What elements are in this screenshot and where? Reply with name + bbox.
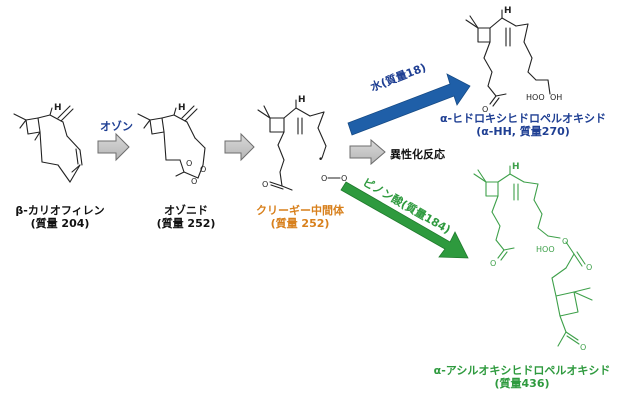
pinonic-acid-arrow xyxy=(340,181,469,259)
o-atom-4: O xyxy=(262,180,268,189)
beta-caryophyllene-structure xyxy=(13,105,83,183)
ahh-label: α-ヒドロキシヒドロペルオキシド (α-HH, 質量270) xyxy=(430,112,616,138)
h-atom-3: H xyxy=(298,95,306,105)
aahp-name: α-アシルオキシヒドロペルオキシド xyxy=(433,364,611,377)
caryophyllene-name: β-カリオフィレン xyxy=(15,204,105,217)
ozone-label: オゾン xyxy=(100,120,133,133)
o-atom-7: O xyxy=(482,105,488,114)
isomerization-arrow xyxy=(349,138,386,166)
o-atom-1: O xyxy=(186,159,192,168)
water-arrow xyxy=(347,73,471,136)
o-atom-9: O xyxy=(562,237,568,246)
ozonide-name: オゾニド xyxy=(164,204,208,217)
cleavage-arrow xyxy=(224,132,255,162)
aahp-label: α-アシルオキシヒドロペルオキシド (質量436) xyxy=(428,364,616,390)
ahh-mass: (α-HH, 質量270) xyxy=(476,125,570,138)
h-atom-4: H xyxy=(504,6,512,16)
o-atom-8: O xyxy=(490,259,496,268)
criegee-structure xyxy=(257,99,341,191)
criegee-mass: (質量 252) xyxy=(270,217,330,230)
ahh-structure xyxy=(465,9,551,107)
aahp-mass: (質量436) xyxy=(494,377,550,390)
isomerization-label: 異性化反応 xyxy=(390,148,445,161)
ozonide-structure xyxy=(137,105,206,179)
hoo-group-1: HOO xyxy=(526,93,545,102)
h-atom-1: H xyxy=(54,103,62,113)
caryophyllene-mass: (質量 204) xyxy=(30,217,90,230)
o-atom-5: O xyxy=(321,174,327,183)
radical-dot: • xyxy=(318,155,323,165)
o-atom-11: O xyxy=(580,343,586,352)
ozone-arrow xyxy=(97,132,130,162)
o-atom-6: O xyxy=(341,174,347,183)
caryophyllene-label: β-カリオフィレン (質量 204) xyxy=(14,204,106,230)
ozonide-mass: (質量 252) xyxy=(156,217,216,230)
oh-group-1: OH xyxy=(550,93,562,102)
criegee-label: クリーギー中間体 (質量 252) xyxy=(250,204,350,230)
hoo-group-2: HOO xyxy=(536,245,555,254)
ahh-name: α-ヒドロキシヒドロペルオキシド xyxy=(439,112,607,125)
aahp-structure xyxy=(473,165,593,347)
o-atom-2: O xyxy=(191,177,197,186)
h-atom-2: H xyxy=(178,103,186,113)
o-atom-3: O xyxy=(200,165,206,174)
criegee-name: クリーギー中間体 xyxy=(256,204,344,217)
ozonide-label: オゾニド (質量 252) xyxy=(150,204,222,230)
h-atom-5: H xyxy=(512,162,520,172)
o-atom-10: O xyxy=(586,263,592,272)
